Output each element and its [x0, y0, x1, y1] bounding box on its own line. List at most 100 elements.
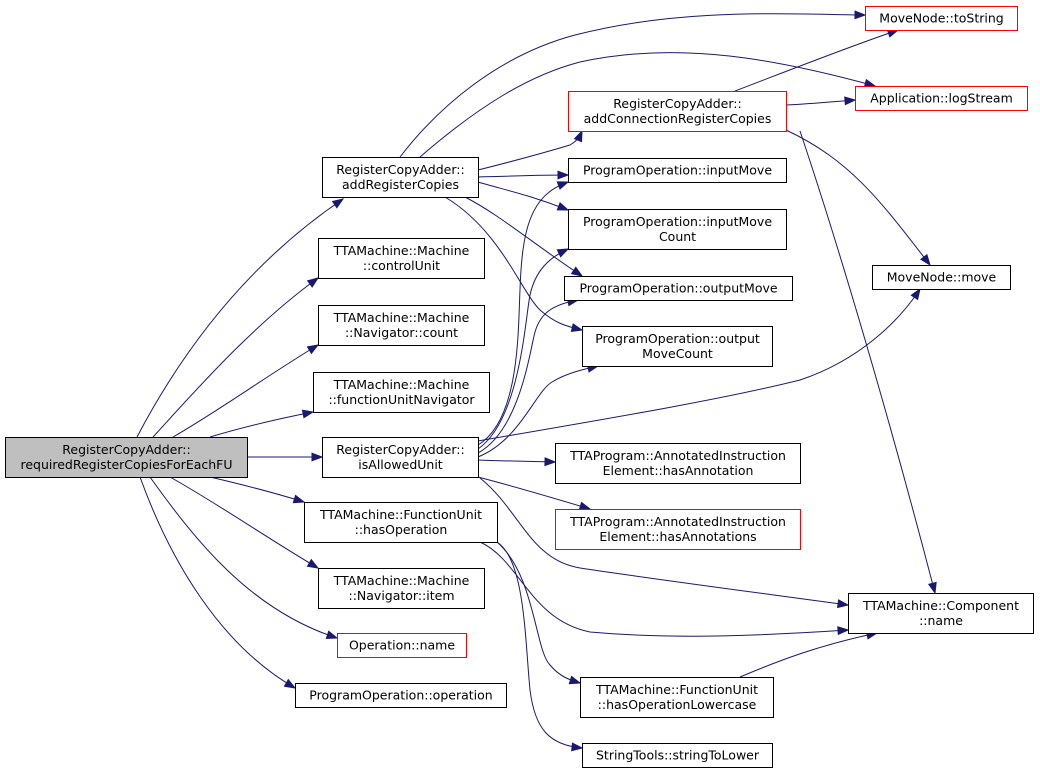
node-box	[555, 443, 801, 484]
node-inputMove[interactable]: ProgramOperation::inputMove	[568, 158, 787, 183]
node-hasAnnotations[interactable]: TTAProgram::AnnotatedInstructionElement:…	[555, 509, 801, 550]
node-label-line: ::functionUnitNavigator	[328, 392, 475, 407]
node-label-line: TTAMachine::FunctionUnit	[595, 682, 758, 697]
node-box	[322, 437, 479, 478]
node-controlUnit[interactable]: TTAMachine::Machine::controlUnit	[318, 238, 485, 279]
arrowhead	[570, 266, 584, 277]
arrowhead	[301, 409, 315, 419]
arrowhead	[863, 78, 877, 88]
node-box	[568, 158, 787, 183]
edge-line	[209, 476, 305, 503]
node-label-line: addRegisterCopies	[342, 177, 459, 192]
node-addRegisterCopies[interactable]: RegisterCopyAdder::addRegisterCopies	[322, 157, 479, 198]
arrowhead	[306, 558, 320, 569]
node-hasOpLower[interactable]: TTAMachine::FunctionUnit::hasOperationLo…	[580, 677, 774, 718]
call-edges	[136, 10, 937, 752]
node-logStream[interactable]: Application::logStream	[855, 86, 1028, 111]
node-box	[872, 265, 1011, 290]
node-box	[337, 633, 467, 658]
node-label-line: ::hasOperationLowercase	[598, 697, 757, 712]
node-box	[582, 743, 773, 768]
node-navItem[interactable]: TTAMachine::Machine::Navigator::item	[318, 568, 485, 609]
edge-line	[477, 181, 569, 211]
node-label-line: ::controlUnit	[363, 258, 440, 273]
node-box	[564, 276, 793, 301]
node-navCount[interactable]: TTAMachine::Machine::Navigator::count	[318, 305, 485, 346]
arrowhead	[844, 96, 857, 106]
edge-line	[799, 130, 936, 594]
node-label-line: RegisterCopyAdder::	[336, 162, 464, 177]
node-label-line: Element::hasAnnotation	[603, 463, 754, 478]
node-label-line: TTAProgram::AnnotatedInstruction	[569, 448, 786, 463]
arrowhead	[927, 581, 937, 595]
node-isAllowedUnit[interactable]: RegisterCopyAdder::isAllowedUnit	[322, 437, 479, 478]
edge-line	[785, 129, 931, 266]
node-opName[interactable]: Operation::name	[337, 633, 467, 658]
node-label-line: RegisterCopyAdder::	[613, 96, 741, 111]
edge-root-to-hasOperation	[209, 476, 306, 504]
node-label-line: RegisterCopyAdder::	[336, 442, 464, 457]
edge-line	[169, 476, 319, 569]
node-root[interactable]: RegisterCopyAdder::requiredRegisterCopie…	[5, 437, 248, 478]
node-label-line: requiredRegisterCopiesForEachFU	[20, 457, 232, 472]
edge-addRegisterCopies-to-addConnRegCopies	[477, 129, 583, 171]
edge-line	[419, 52, 876, 158]
node-hasAnnotation[interactable]: TTAProgram::AnnotatedInstructionElement:…	[555, 443, 801, 484]
node-label-line: RegisterCopyAdder::	[62, 442, 190, 457]
edge-line	[399, 13, 866, 158]
node-moveNodeMove[interactable]: MoveNode::move	[872, 265, 1011, 290]
node-fuNavigator[interactable]: TTAMachine::Machine::functionUnitNavigat…	[313, 372, 490, 413]
arrowhead	[311, 452, 324, 462]
arrowhead	[568, 675, 582, 685]
edge-hasOpLower-to-componentName	[739, 630, 879, 678]
arrowhead	[306, 277, 320, 288]
edge-addRegisterCopies-to-inputMove	[477, 170, 570, 180]
node-poOperation[interactable]: ProgramOperation::operation	[295, 683, 507, 708]
edge-line	[477, 248, 569, 450]
node-label-line: TTAMachine::Machine	[333, 310, 470, 325]
arrowhead	[920, 253, 931, 267]
edge-line	[477, 288, 921, 442]
edge-line	[444, 196, 583, 331]
arrowhead	[836, 599, 850, 609]
edge-root-to-fuNavigator	[209, 409, 315, 438]
node-outputMove[interactable]: ProgramOperation::outputMove	[564, 276, 793, 301]
node-label-line: ProgramOperation::inputMove	[583, 163, 772, 178]
node-box	[318, 238, 485, 279]
arrowhead	[556, 181, 570, 190]
node-label-line: MoveNode::toString	[879, 11, 1003, 26]
edge-isAllowedUnit-to-componentName	[479, 477, 850, 609]
node-box	[304, 502, 498, 543]
edge-line	[136, 198, 344, 438]
edge-isAllowedUnit-to-moveNodeMove	[477, 287, 921, 442]
node-label-line: TTAMachine::Machine	[333, 573, 470, 588]
node-hasOperation[interactable]: TTAMachine::FunctionUnit::hasOperation	[304, 502, 498, 543]
edge-line	[477, 459, 556, 463]
node-label-line: addConnectionRegisterCopies	[584, 111, 772, 126]
edge-line	[739, 632, 878, 678]
edge-line	[152, 277, 319, 438]
edge-root-to-poOperation	[139, 476, 297, 689]
node-label-line: ::Navigator::item	[348, 588, 454, 603]
node-componentName[interactable]: TTAMachine::Component::name	[848, 593, 1034, 634]
node-addConnRegCopies[interactable]: RegisterCopyAdder::addConnectionRegister…	[568, 91, 787, 132]
edge-addRegisterCopies-to-inputMoveCount	[477, 181, 570, 211]
edge-root-to-controlUnit	[152, 277, 320, 438]
node-label-line: ::Navigator::count	[345, 325, 458, 340]
node-box	[865, 6, 1018, 31]
node-box	[295, 683, 507, 708]
node-box	[555, 509, 801, 550]
edge-hasOperation-to-hasOpLower	[496, 541, 582, 685]
node-moveNodeToString[interactable]: MoveNode::toString	[865, 6, 1018, 31]
arrowhead	[331, 198, 345, 209]
edge-line	[209, 411, 314, 438]
node-stringToLower[interactable]: StringTools::stringToLower	[582, 743, 773, 768]
edge-root-to-addRegisterCopies	[136, 198, 345, 438]
node-box	[582, 326, 773, 367]
arrowhead	[556, 201, 570, 211]
edge-line	[496, 541, 583, 749]
edge-line	[734, 29, 899, 92]
